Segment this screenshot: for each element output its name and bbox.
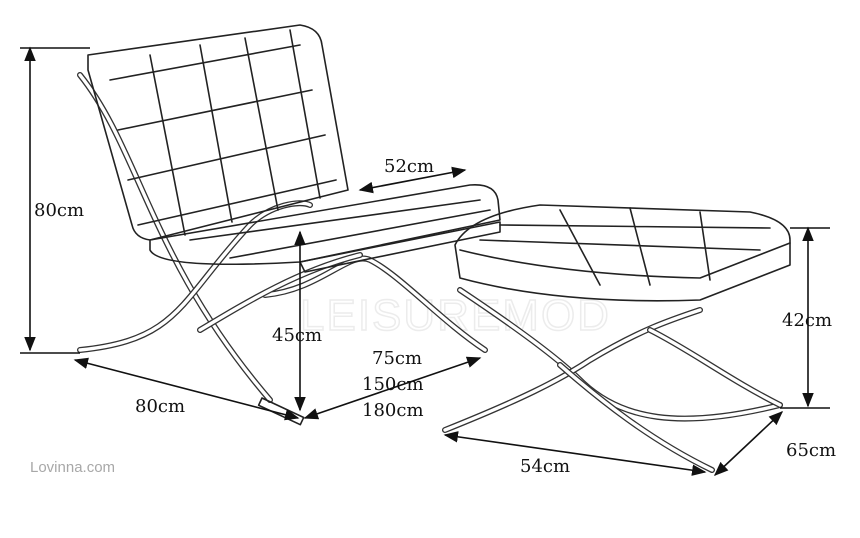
logo-watermark: LEISUREMOD: [300, 291, 611, 340]
label-ottoman-depth: 65cm: [786, 440, 836, 461]
label-chair-height: 80cm: [34, 200, 84, 221]
chair-frame: [77, 72, 488, 426]
label-width-1: 75cm: [372, 348, 422, 369]
dimension-arrows: [20, 46, 830, 476]
label-seat-height: 45cm: [272, 325, 322, 346]
ottoman: [442, 204, 791, 473]
chair-backrest: [87, 24, 349, 241]
site-watermark: Lovinna.com: [30, 459, 115, 476]
label-width-3: 180cm: [362, 400, 424, 421]
label-seat-depth: 52cm: [384, 156, 434, 177]
chair-seat: [149, 183, 501, 273]
label-ottoman-width: 54cm: [520, 456, 570, 477]
label-ottoman-height: 42cm: [782, 310, 832, 331]
label-chair-depth: 80cm: [135, 396, 185, 417]
label-width-2: 150cm: [362, 374, 424, 395]
